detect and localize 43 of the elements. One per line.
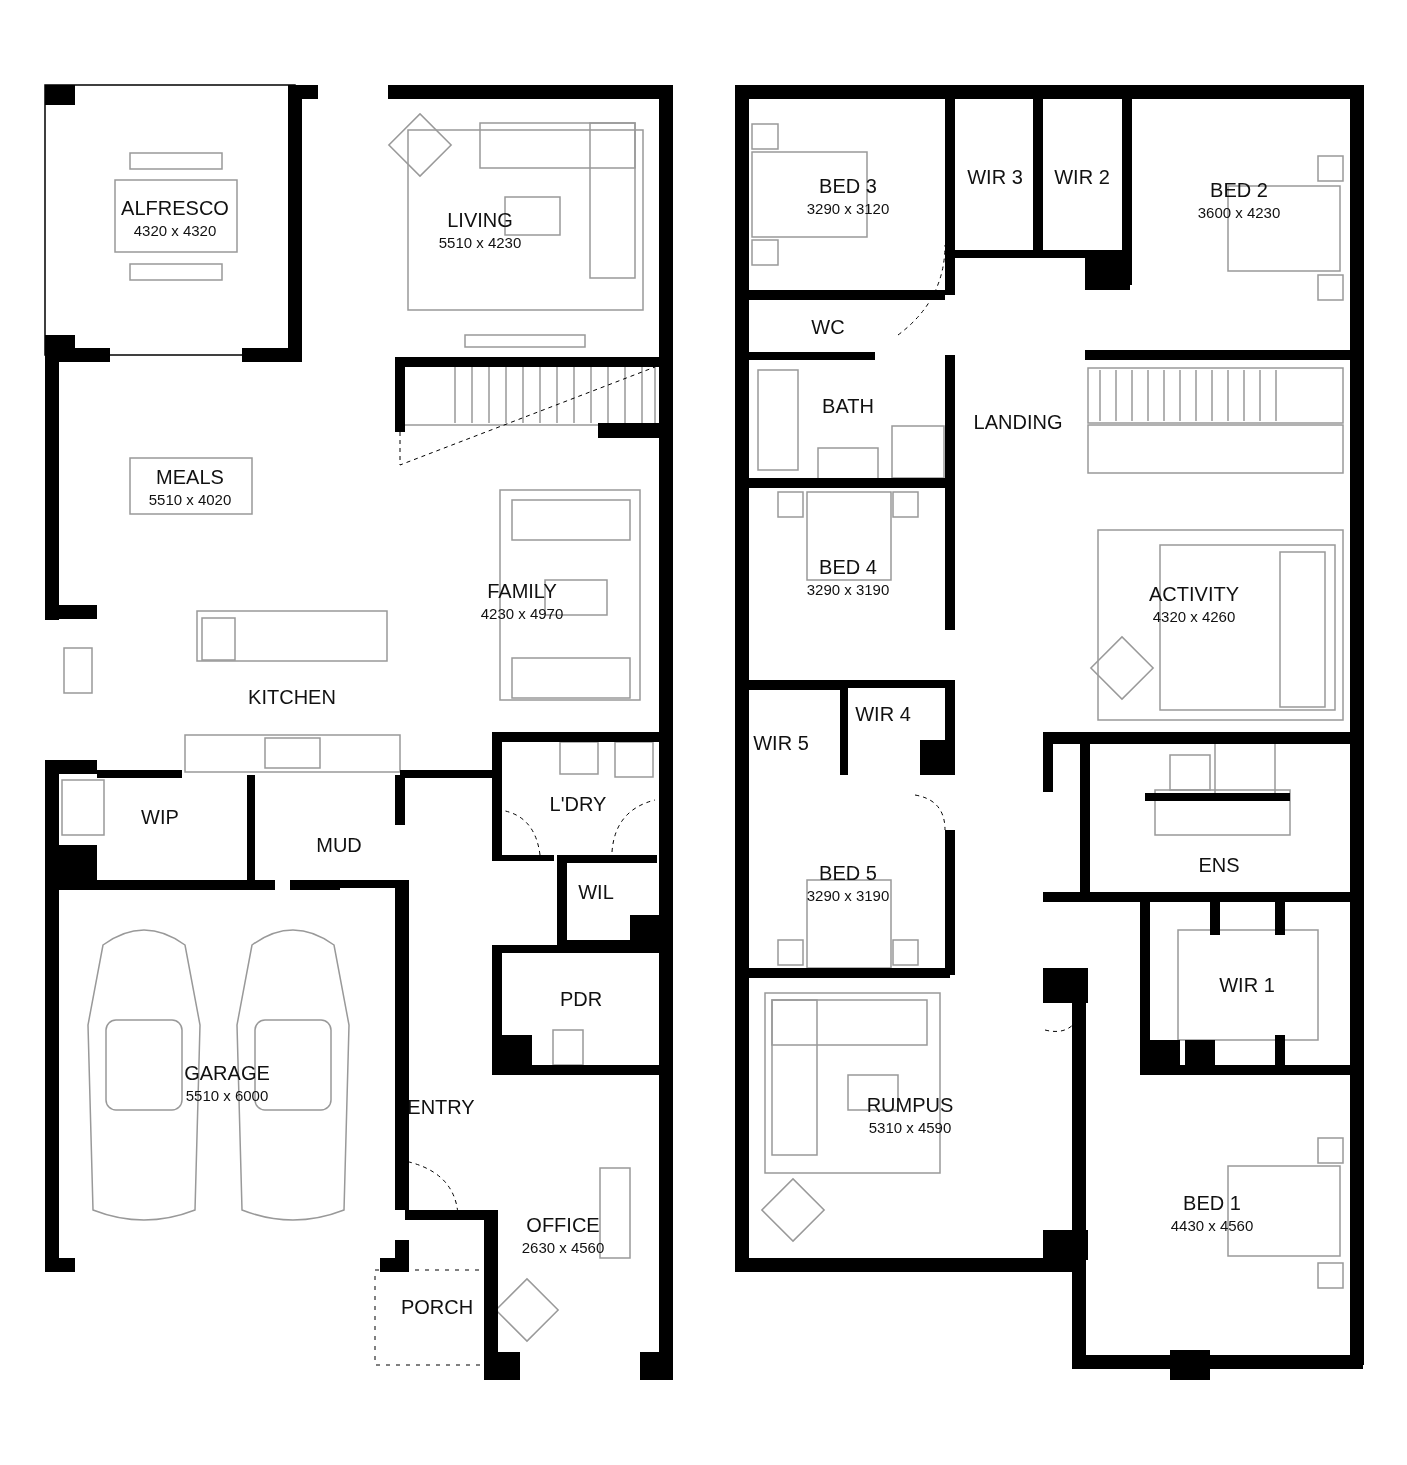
room-name: WIR 1 <box>1219 975 1275 995</box>
room-dimensions: 3290 x 3190 <box>806 887 890 903</box>
room-name: KITCHEN <box>248 687 336 707</box>
room-name: WIR 5 <box>753 733 809 753</box>
room-name: OFFICE <box>526 1215 600 1235</box>
room-name: GARAGE <box>184 1063 270 1083</box>
room-name: ENS <box>1198 855 1240 875</box>
room-dimensions: 5310 x 4590 <box>868 1119 952 1135</box>
room-name: BED 2 <box>1210 180 1268 200</box>
room-name: LIVING <box>447 210 513 230</box>
room-name: BED 1 <box>1183 1193 1241 1213</box>
room-name: BATH <box>822 396 874 416</box>
room-name: WIP <box>141 807 179 827</box>
room-name: L'DRY <box>549 794 607 814</box>
room-dimensions: 3290 x 3190 <box>806 581 890 597</box>
room-name: WIR 3 <box>967 167 1023 187</box>
room-dimensions: 4320 x 4320 <box>133 222 217 238</box>
room-name: WIL <box>578 882 614 902</box>
room-dimensions: 5510 x 4020 <box>148 491 232 507</box>
room-name: PORCH <box>400 1297 474 1317</box>
room-name: LANDING <box>973 412 1063 432</box>
room-dimensions: 5510 x 6000 <box>185 1087 269 1103</box>
room-name: BED 5 <box>819 863 877 883</box>
room-name: ENTRY <box>407 1097 475 1117</box>
room-name: WC <box>811 317 845 337</box>
room-name: WIR 4 <box>855 704 911 724</box>
room-dimensions: 4230 x 4970 <box>480 605 564 621</box>
room-dimensions: 3290 x 3120 <box>806 200 890 216</box>
room-name: BED 3 <box>819 176 877 196</box>
room-name: ACTIVITY <box>1149 584 1239 604</box>
room-name: ALFRESCO <box>121 198 229 218</box>
room-dimensions: 5510 x 4230 <box>438 234 522 250</box>
room-name: FAMILY <box>487 581 557 601</box>
room-name: MEALS <box>156 467 224 487</box>
room-name: PDR <box>559 989 603 1009</box>
room-name: WIR 2 <box>1054 167 1110 187</box>
room-name: RUMPUS <box>866 1095 954 1115</box>
room-name: BED 4 <box>819 557 877 577</box>
room-dimensions: 3600 x 4230 <box>1197 204 1281 220</box>
room-dimensions: 2630 x 4560 <box>521 1239 605 1255</box>
room-dimensions: 4320 x 4260 <box>1152 608 1236 624</box>
room-name: MUD <box>316 835 362 855</box>
room-dimensions: 4430 x 4560 <box>1170 1217 1254 1233</box>
